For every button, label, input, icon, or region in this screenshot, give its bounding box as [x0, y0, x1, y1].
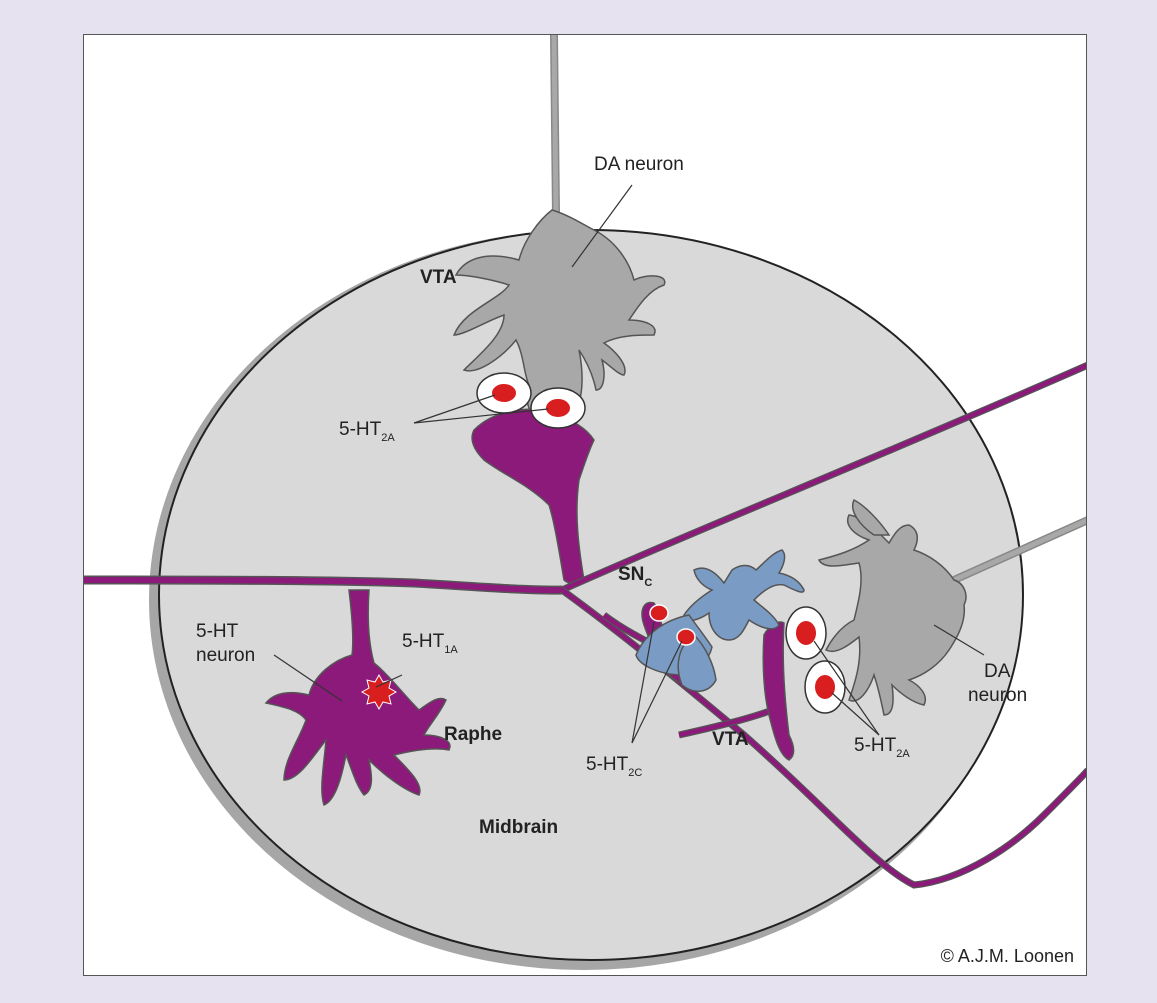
receptor-5ht2c-2: [677, 629, 695, 645]
label-5ht-neuron-line1: 5-HT: [196, 621, 239, 642]
figure-frame: DA neuron VTA 5-HT2A SNC 5-HT neuron 5-H…: [83, 34, 1087, 976]
receptor-5ht2c-1: [650, 605, 668, 621]
label-raphe: Raphe: [444, 724, 502, 745]
label-vta-bottom: VTA: [712, 729, 749, 750]
label-midbrain: Midbrain: [479, 817, 558, 838]
label-vta-top: VTA: [420, 267, 457, 288]
copyright-notice: © A.J.M. Loonen: [941, 946, 1074, 967]
label-5ht-neuron-line2: neuron: [196, 645, 255, 666]
midbrain-diagram: DA neuron VTA 5-HT2A SNC 5-HT neuron 5-H…: [84, 35, 1087, 976]
label-da-neuron-right-line1: DA: [984, 661, 1011, 682]
label-da-neuron-top: DA neuron: [594, 154, 684, 175]
label-da-neuron-right-line2: neuron: [968, 685, 1027, 706]
